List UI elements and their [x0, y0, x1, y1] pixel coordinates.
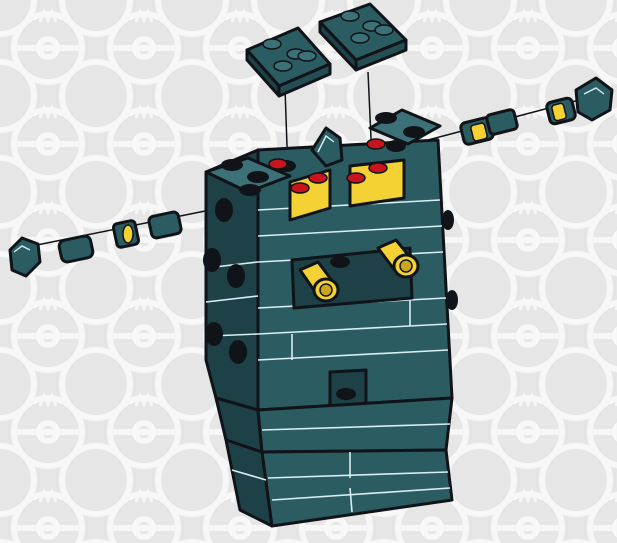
red-stud: [309, 173, 327, 183]
red-stud: [347, 173, 365, 183]
red-stud: [369, 163, 387, 173]
red-stud: [291, 183, 309, 193]
